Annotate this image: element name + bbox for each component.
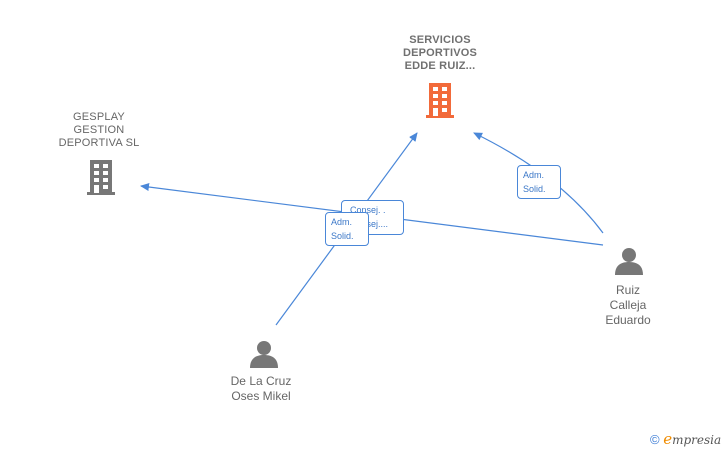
label-line: Ruiz bbox=[615, 283, 640, 297]
footer-brand: © empresia bbox=[650, 430, 721, 448]
label-line: Consej.... bbox=[350, 219, 389, 229]
label-line: SERVICIOS bbox=[409, 34, 471, 46]
label-line: Eduardo bbox=[605, 313, 651, 327]
logo-initial: e bbox=[663, 430, 673, 448]
label-line: De La Cruz bbox=[230, 374, 292, 388]
building-icon[interactable] bbox=[85, 160, 117, 196]
label-line: EDDE RUIZ... bbox=[404, 60, 476, 72]
company-label-servicios[interactable]: SERVICIOS DEPORTIVOS EDDE RUIZ... bbox=[378, 34, 502, 73]
edge-label-adm-solid-delacruz[interactable]: Adm. Solid. bbox=[325, 212, 369, 246]
label-line: Calleja bbox=[609, 298, 647, 312]
logo-text: mpresia bbox=[672, 433, 722, 447]
person-label-ruiz[interactable]: Ruiz Calleja Eduardo bbox=[590, 283, 666, 328]
label-line: DEPORTIVOS bbox=[402, 47, 478, 59]
label-line: Oses Mikel bbox=[231, 389, 291, 403]
person-label-delacruz[interactable]: De La Cruz Oses Mikel bbox=[214, 374, 308, 404]
label-line: Solid. bbox=[523, 184, 546, 194]
copyright-icon: © bbox=[650, 432, 660, 447]
label-line: DEPORTIVA SL bbox=[58, 137, 140, 149]
label-line: Solid. bbox=[331, 231, 354, 241]
label-line: GESTION bbox=[73, 124, 125, 136]
person-icon[interactable] bbox=[249, 339, 279, 369]
empresia-logo[interactable]: empresia bbox=[663, 430, 722, 448]
building-icon[interactable] bbox=[424, 83, 456, 119]
label-line: GESPLAY bbox=[73, 111, 125, 123]
label-line: Adm. bbox=[331, 217, 353, 227]
edge-label-adm-solid-ruiz[interactable]: Adm. Solid. bbox=[517, 165, 561, 199]
person-icon[interactable] bbox=[614, 246, 644, 276]
label-line: Adm. bbox=[523, 170, 545, 180]
company-label-gesplay[interactable]: GESPLAY GESTION DEPORTIVA SL bbox=[40, 111, 158, 150]
label-line: Consej. . bbox=[350, 205, 386, 215]
